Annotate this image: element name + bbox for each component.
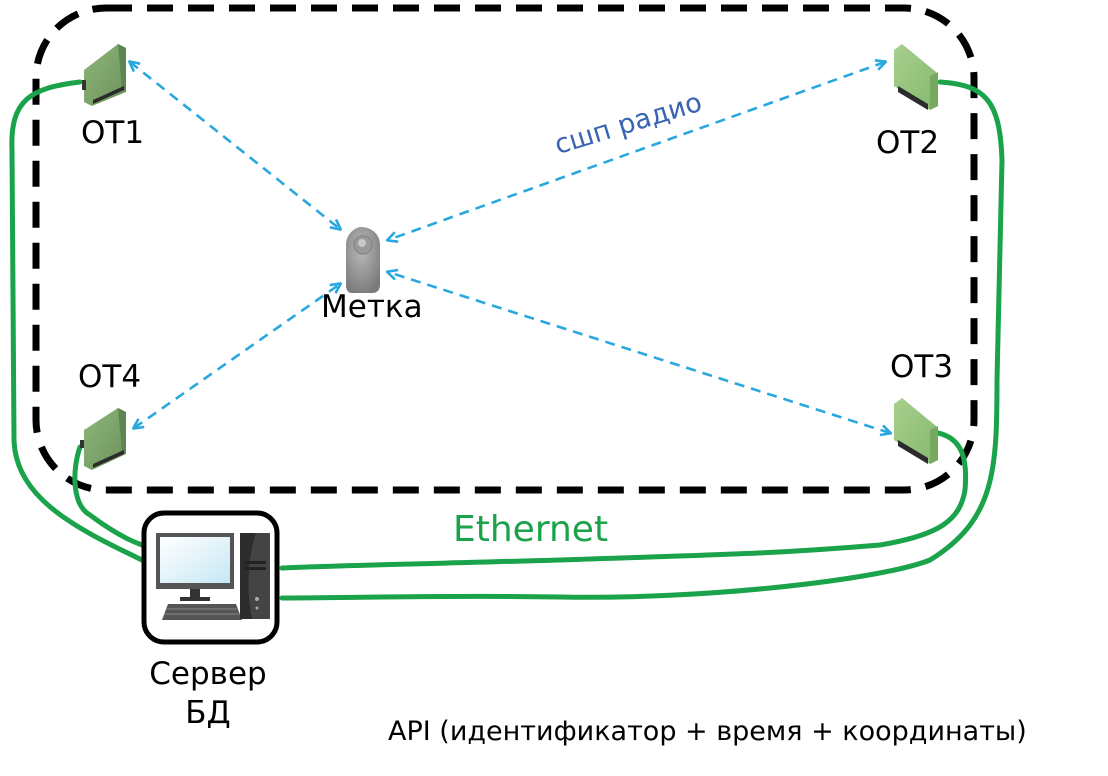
anchor-ot3[interactable] xyxy=(894,398,938,464)
desktop-computer-icon xyxy=(156,533,270,620)
anchor-label-ot1: OT1 xyxy=(81,115,145,151)
coverage-zone-border xyxy=(32,4,978,494)
radio-link-ot3 xyxy=(388,272,890,433)
tag-device-icon xyxy=(346,227,380,293)
radio-link-ot2 xyxy=(388,62,885,240)
ethernet-cable-ot4 xyxy=(72,444,145,548)
database-server[interactable] xyxy=(141,510,280,645)
ethernet-cables xyxy=(9,79,1005,601)
anchor-device-icon xyxy=(82,44,126,106)
anchor-device-icon xyxy=(894,398,938,464)
anchor-device-icon xyxy=(80,408,126,470)
anchor-label-ot3: OT3 xyxy=(890,349,954,385)
tag-label: Метка xyxy=(321,289,423,325)
anchor-ot2[interactable] xyxy=(894,44,938,110)
radio-link-ot4 xyxy=(134,284,340,428)
ethernet-label: Ethernet xyxy=(453,509,609,550)
anchor-ot1[interactable] xyxy=(82,44,126,106)
api-description: API (идентификатор + время + координаты) xyxy=(388,716,1027,747)
anchor-ot4[interactable] xyxy=(80,408,126,470)
radio-link-ot1 xyxy=(130,62,340,229)
ethernet-cable-ot1 xyxy=(9,79,145,563)
server-label-line1: Сервер xyxy=(149,656,267,692)
ethernet-cable-ot2 xyxy=(279,79,1005,601)
ethernet-cable-ot3 xyxy=(279,430,969,571)
server-label: Сервер БД xyxy=(133,655,283,733)
radio-links xyxy=(130,62,890,433)
anchor-label-ot4: OT4 xyxy=(78,359,142,395)
server-label-line2: БД xyxy=(185,694,231,731)
anchor-device-icon xyxy=(894,44,938,110)
tag-device[interactable] xyxy=(346,227,380,293)
anchor-label-ot2: OT2 xyxy=(876,125,940,161)
